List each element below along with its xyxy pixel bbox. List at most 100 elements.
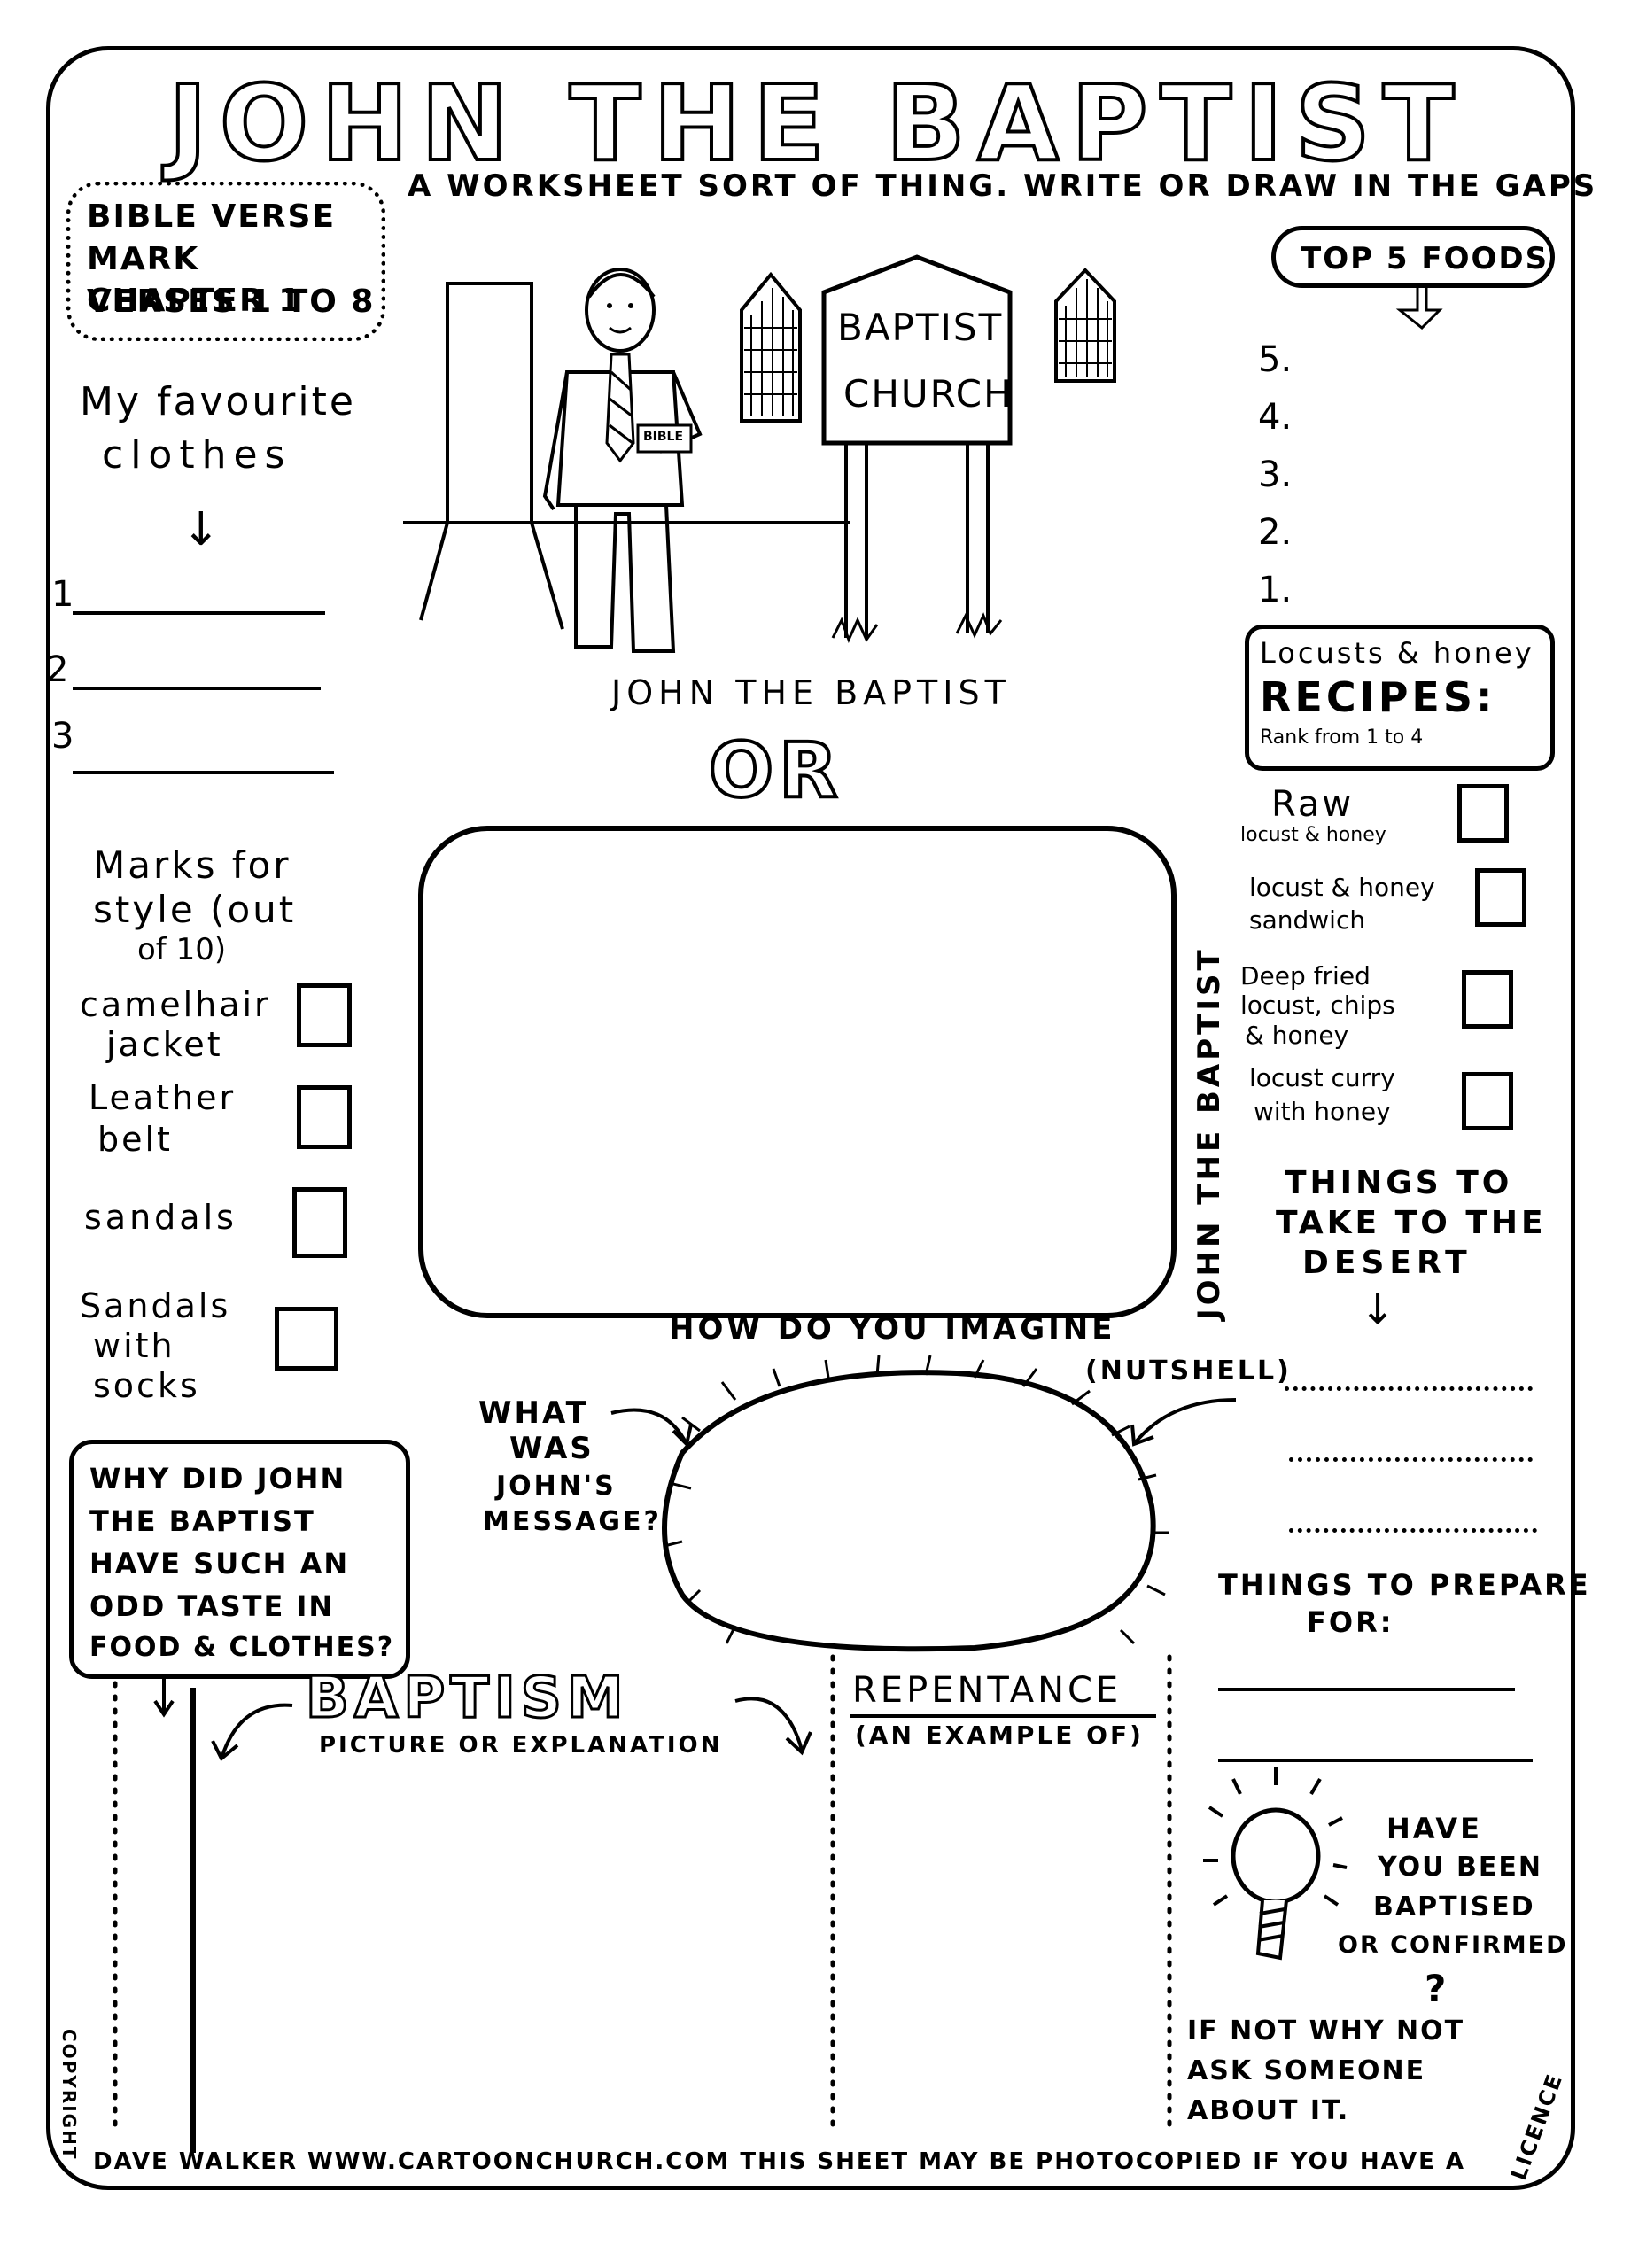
imagine-caption: HOW DO YOU IMAGINE xyxy=(669,1311,1116,1347)
baptism-answer-area[interactable] xyxy=(204,1772,824,2126)
nutshell-label: (NUTSHELL) xyxy=(1085,1355,1292,1386)
style-4-line2: with xyxy=(93,1326,175,1365)
clothes-answer-line-1[interactable] xyxy=(73,611,325,615)
baptised-line2: YOU BEEN xyxy=(1378,1852,1542,1883)
recipe-3-checkbox[interactable] xyxy=(1462,970,1513,1029)
recipe-2-line2: sandwich xyxy=(1249,905,1366,935)
desert-answer-line-2[interactable] xyxy=(1289,1457,1533,1462)
recipe-1-line1: Raw xyxy=(1271,784,1355,825)
recipe-4-checkbox[interactable] xyxy=(1462,1072,1513,1130)
desert-arrow-icon: ↓ xyxy=(1360,1285,1396,1334)
why-line1: WHY DID JOHN xyxy=(89,1462,346,1495)
baptised-line1: HAVE xyxy=(1386,1812,1482,1845)
baptism-heading: BAPTISM xyxy=(304,1665,629,1733)
prepare-answer-line-2[interactable] xyxy=(1218,1759,1533,1762)
message-label-3: JOHN'S xyxy=(496,1471,617,1502)
baptised-line7: ABOUT IT. xyxy=(1187,2095,1350,2126)
or-divider: OR xyxy=(707,725,843,817)
recipes-line3: Rank from 1 to 4 xyxy=(1260,726,1424,749)
why-question-box: WHY DID JOHN THE BAPTIST HAVE SUCH AN OD… xyxy=(69,1440,410,1679)
food-rank-2: 2. xyxy=(1258,512,1293,553)
imagine-drawing-area[interactable] xyxy=(432,828,1162,1307)
food-rank-3: 3. xyxy=(1258,454,1293,495)
bible-verse-box: BIBLE VERSE MARK CHAPTER 1 VERSES 1 TO 8 xyxy=(66,182,385,341)
repentance-subheading: (AN EXAMPLE OF) xyxy=(855,1720,1144,1750)
recipe-3-line1: Deep fried xyxy=(1240,961,1371,990)
style-2-line2: belt xyxy=(97,1120,173,1159)
clothes-answer-line-3[interactable] xyxy=(73,771,334,774)
copyright-label: COPYRIGHT xyxy=(58,2029,80,2161)
food-rank-1: 1. xyxy=(1258,570,1293,610)
clothes-answer-line-2[interactable] xyxy=(73,687,321,690)
top-foods-bubble: TOP 5 FOODS xyxy=(1271,226,1555,288)
prepare-line1: THINGS TO PREPARE xyxy=(1218,1568,1591,1602)
style-2-line1: Leather xyxy=(89,1078,237,1117)
style-4-line1: Sandals xyxy=(80,1286,231,1325)
message-label-1: WHAT xyxy=(478,1395,589,1431)
recipes-box: Locusts & honey RECIPES: Rank from 1 to … xyxy=(1245,625,1555,771)
desert-line2: TAKE TO THE xyxy=(1276,1205,1547,1241)
style-1-line1: camelhair xyxy=(80,985,271,1024)
page-subtitle: A WORKSHEET SORT OF THING. WRITE OR DRAW… xyxy=(408,168,1598,204)
down-arrow-icon: ↓ xyxy=(182,503,221,556)
prepare-answer-line-1[interactable] xyxy=(1218,1688,1515,1691)
style-heading-1: Marks for xyxy=(93,843,291,887)
clothes-heading-1: My favourite xyxy=(80,379,356,424)
baptised-line3: BAPTISED xyxy=(1373,1891,1535,1922)
recipe-1-line2: locust & honey xyxy=(1240,824,1386,846)
sign-text-line1: BAPTIST xyxy=(837,306,1004,349)
repentance-heading: REPENTANCE xyxy=(852,1670,1122,1711)
recipes-line2: RECIPES: xyxy=(1260,673,1496,721)
style-1-checkbox[interactable] xyxy=(297,983,352,1047)
desert-answer-line-1[interactable] xyxy=(1285,1386,1533,1391)
style-1-line2: jacket xyxy=(106,1025,223,1064)
bible-book-label: BIBLE xyxy=(643,430,684,444)
recipe-2-checkbox[interactable] xyxy=(1475,868,1526,927)
repentance-answer-area[interactable] xyxy=(846,1772,1161,2126)
imagine-side-caption: JOHN THE BAPTIST xyxy=(1192,946,1227,1320)
recipes-line1: Locusts & honey xyxy=(1260,636,1534,670)
recipe-4-line2: with honey xyxy=(1254,1097,1391,1126)
message-label-2: WAS xyxy=(509,1431,594,1466)
baptised-line5: IF NOT WHY NOT xyxy=(1187,2016,1465,2047)
food-rank-5: 5. xyxy=(1258,339,1293,380)
bible-verse-line1: BIBLE VERSE xyxy=(87,198,337,235)
why-line2: THE BAPTIST xyxy=(89,1504,315,1538)
why-line3: HAVE SUCH AN xyxy=(89,1547,350,1581)
top-foods-heading: TOP 5 FOODS xyxy=(1301,241,1549,276)
desert-answer-line-3[interactable] xyxy=(1289,1528,1537,1533)
style-3-line1: sandals xyxy=(84,1198,237,1237)
style-4-line3: socks xyxy=(93,1366,200,1405)
style-3-checkbox[interactable] xyxy=(292,1187,347,1258)
baptism-subheading: PICTURE OR EXPLANATION xyxy=(319,1732,723,1759)
style-heading-2: style (out xyxy=(93,888,297,931)
baptised-question-mark: ? xyxy=(1425,1967,1448,2010)
why-line4: ODD TASTE IN xyxy=(89,1589,335,1623)
bible-verse-line3: VERSES 1 TO 8 xyxy=(87,284,376,320)
nutshell-answer-area[interactable] xyxy=(709,1391,1134,1630)
food-rank-4: 4. xyxy=(1258,397,1293,438)
message-label-4: MESSAGE? xyxy=(483,1506,662,1537)
desert-line3: DESERT xyxy=(1302,1245,1472,1281)
style-2-checkbox[interactable] xyxy=(297,1085,352,1149)
desert-line1: THINGS TO xyxy=(1285,1165,1513,1201)
recipe-2-line1: locust & honey xyxy=(1249,873,1435,902)
recipe-3-line3: & honey xyxy=(1245,1021,1349,1050)
recipe-1-checkbox[interactable] xyxy=(1457,784,1509,843)
recipe-3-line2: locust, chips xyxy=(1240,990,1395,1020)
why-line5: FOOD & CLOTHES? xyxy=(89,1632,395,1663)
scene-caption: JOHN THE BAPTIST xyxy=(611,673,1011,712)
baptised-line4: OR CONFIRMED xyxy=(1338,1931,1568,1959)
bible-verse-line2: MARK CHAPTER 1 xyxy=(87,241,303,319)
baptised-line6: ASK SOMEONE xyxy=(1187,2055,1426,2086)
sign-text-line2: CHURCH xyxy=(843,372,1014,416)
page-border xyxy=(46,46,1575,2190)
recipe-4-line1: locust curry xyxy=(1249,1063,1395,1092)
page-title: JOHN THE BAPTIST xyxy=(167,60,1467,186)
clothes-number-3: 3 xyxy=(51,716,74,757)
style-4-checkbox[interactable] xyxy=(275,1307,338,1371)
prepare-line2: FOR: xyxy=(1307,1605,1394,1639)
clothes-number-2: 2 xyxy=(46,649,69,690)
style-heading-3: of 10) xyxy=(137,932,227,967)
